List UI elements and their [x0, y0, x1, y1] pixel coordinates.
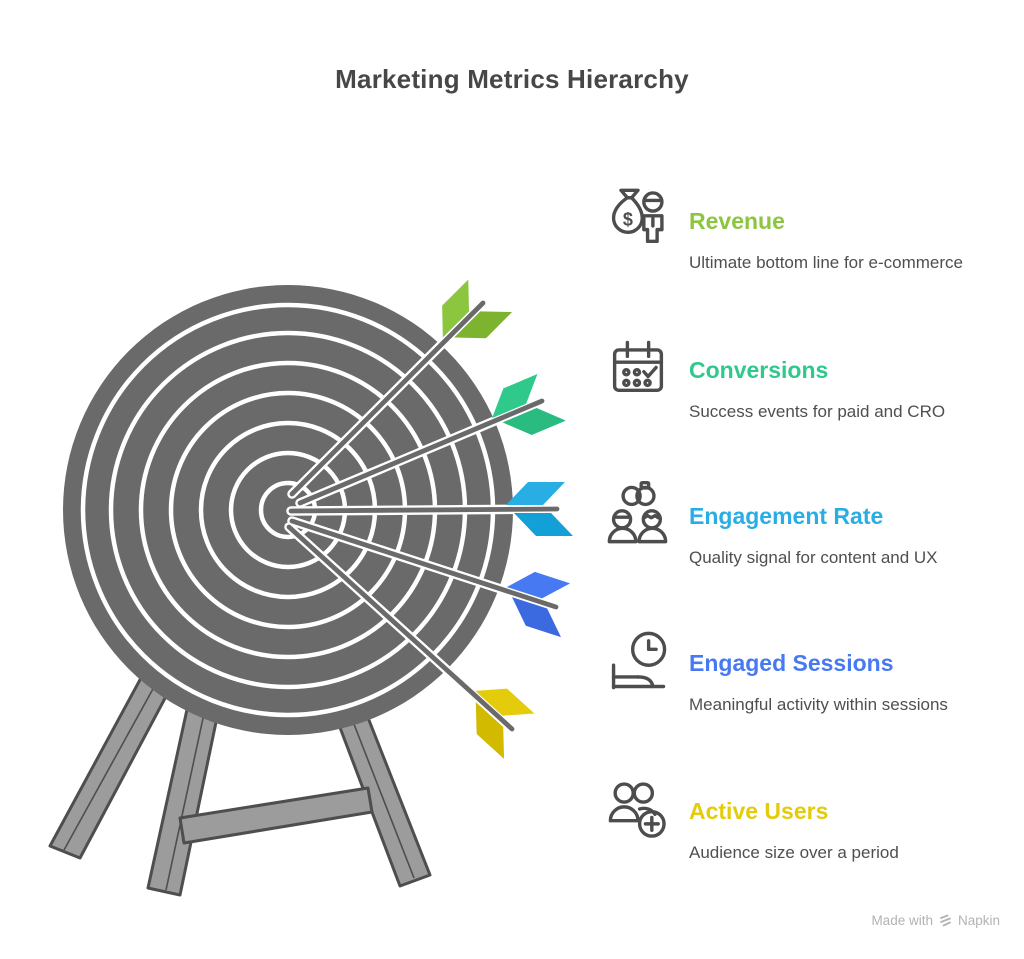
metric-item-revenue: $ Revenue Ultimate bottom line for e-com… [604, 183, 1004, 274]
arrow-shaft-engaged-sessions [289, 518, 559, 610]
arrow-fletching-engaged-sessions [506, 571, 571, 638]
money-bag-person-icon: $ [604, 183, 674, 257]
metric-item-engagement-rate: Engagement Rate Quality signal for conte… [604, 478, 1004, 569]
arrow-fletching-active-users [475, 688, 535, 759]
metric-description: Quality signal for content and UX [689, 548, 938, 568]
metric-description: Meaningful activity within sessions [689, 695, 948, 715]
arrow-shaft-engagement-rate [288, 506, 560, 514]
metric-description: Ultimate bottom line for e-commerce [689, 253, 963, 273]
napkin-logo-icon [940, 914, 951, 927]
metric-description: Success events for paid and CRO [689, 402, 946, 422]
people-rings-icon [604, 478, 674, 552]
arrow-fletching-conversions [492, 374, 566, 436]
users-plus-icon [604, 773, 674, 847]
arrow-shaft-conversions [297, 398, 545, 506]
arrow-shaft-active-users [286, 524, 515, 732]
metric-title: Engaged Sessions [689, 650, 894, 676]
metric-title: Active Users [689, 798, 829, 824]
metric-item-conversions: Conversions Success events for paid and … [604, 332, 1004, 423]
watermark-brand: Napkin [957, 913, 1000, 928]
watermark: Made with Napkin [871, 913, 1000, 928]
watermark-prefix: Made with [871, 913, 933, 928]
arrow-fletching-engagement-rate [506, 482, 573, 536]
svg-text:$: $ [623, 209, 633, 229]
arrow-shaft-revenue [289, 300, 486, 497]
calendar-check-icon [604, 332, 674, 406]
stand-crossbar [178, 786, 374, 845]
metric-description: Audience size over a period [689, 843, 899, 863]
metric-title: Engagement Rate [689, 503, 884, 529]
metric-title: Revenue [689, 208, 785, 234]
page-title: Marketing Metrics Hierarchy [335, 64, 689, 94]
metric-item-engaged-sessions: Engaged Sessions Meaningful activity wit… [604, 625, 1004, 716]
target-illustration [48, 280, 573, 897]
metric-title: Conversions [689, 357, 829, 383]
bed-clock-icon [604, 625, 674, 699]
metric-item-active-users: Active Users Audience size over a period [604, 773, 1004, 864]
arrows [284, 280, 573, 759]
arrow-fletching-revenue [442, 280, 513, 339]
